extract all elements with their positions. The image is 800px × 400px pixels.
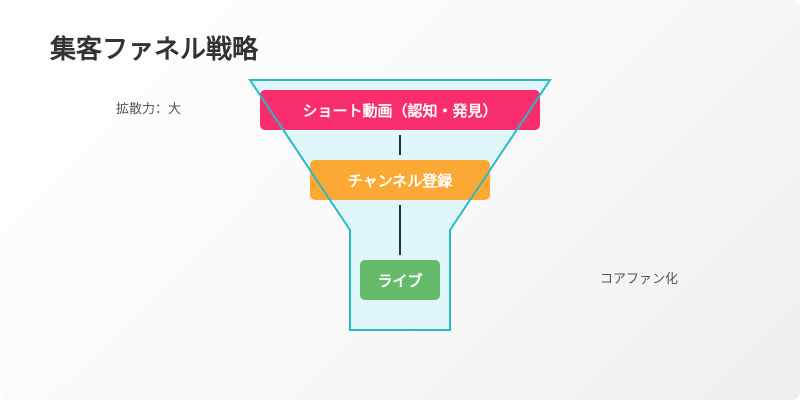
diagram-title: 集客ファネル戦略	[50, 35, 259, 65]
stage-label: チャンネル登録	[347, 171, 453, 190]
stage-label: ライブ	[377, 271, 423, 290]
stage-short-video: ショート動画（認知・発見）	[260, 90, 540, 130]
stage-channel-subscribe: チャンネル登録	[310, 160, 490, 200]
stage-live: ライブ	[360, 260, 440, 300]
spread-label: 拡散力：大	[116, 102, 182, 117]
stage-label: ショート動画（認知・発見）	[302, 101, 498, 120]
core-fan-label: コアファン化	[600, 272, 679, 287]
